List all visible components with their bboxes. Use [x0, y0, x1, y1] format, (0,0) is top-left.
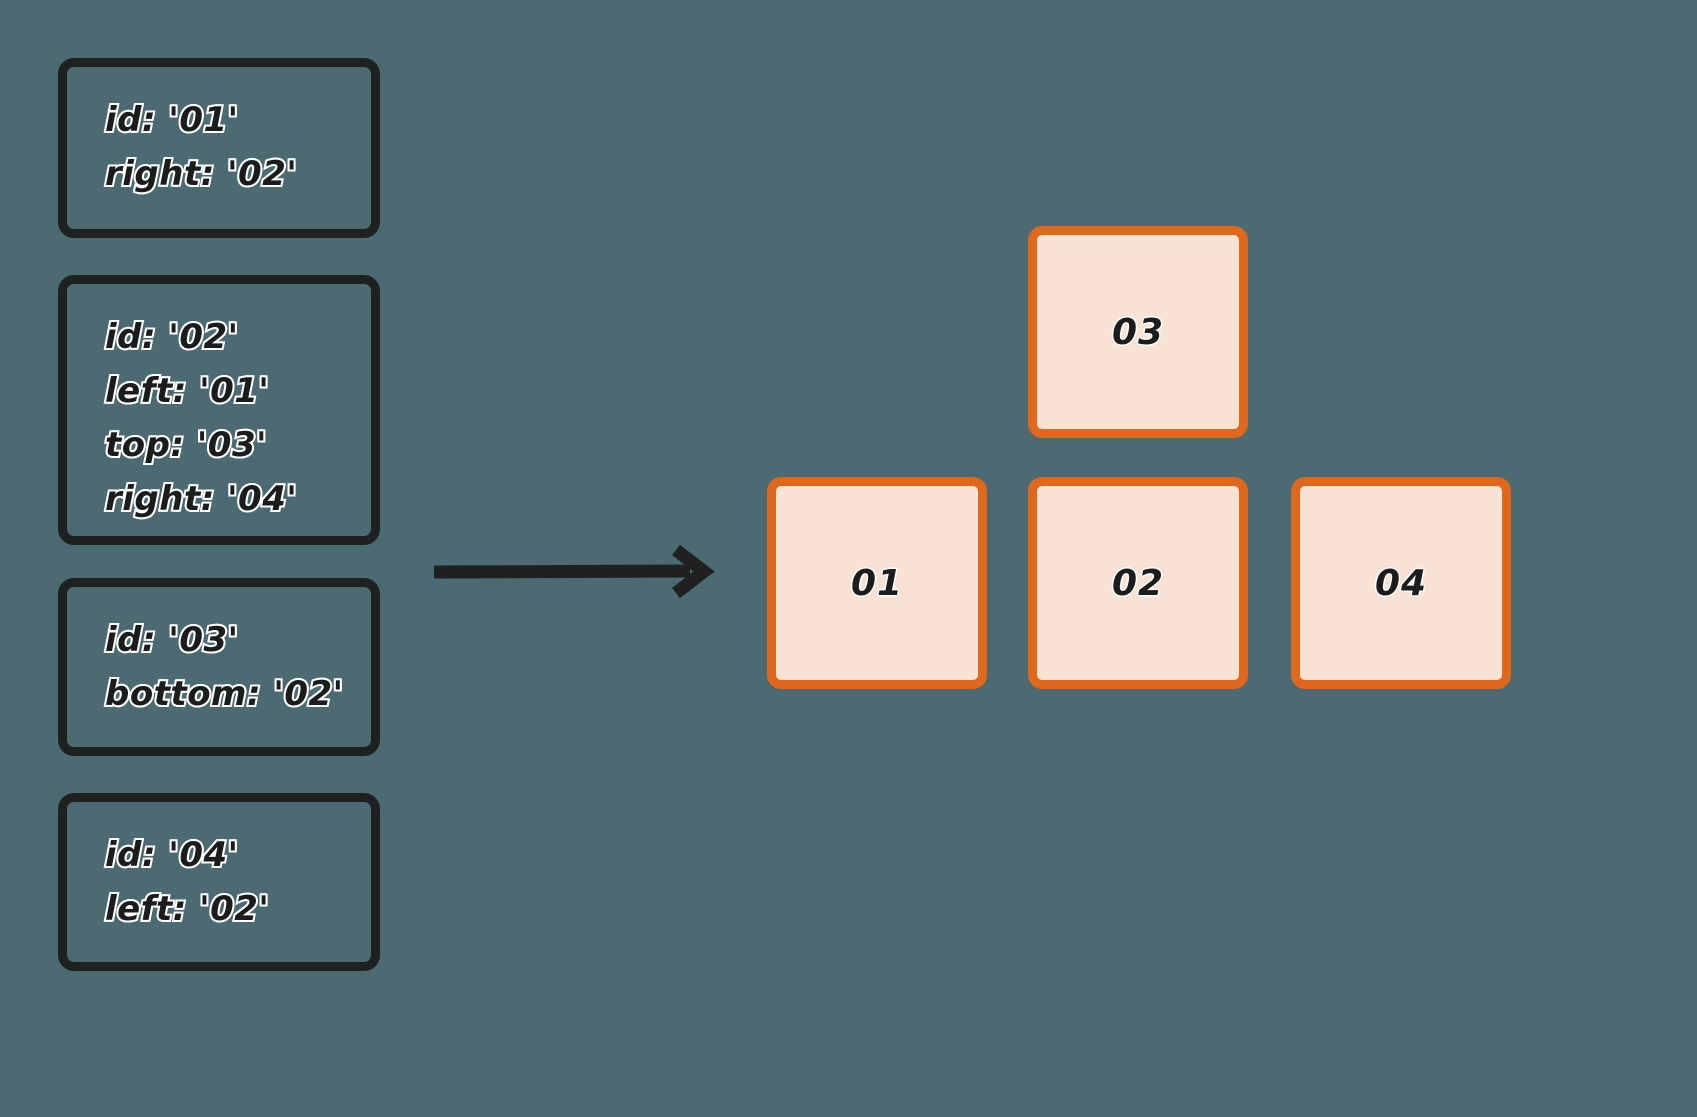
spec-line: id: '01' [103, 98, 240, 142]
tile-04[interactable]: 04 [1291, 477, 1511, 689]
spec-card-03: id: '03' bottom: '02' [58, 578, 380, 756]
spec-line: id: '03' [103, 618, 240, 662]
spec-line: left: '01' [103, 369, 271, 413]
spec-line: top: '03' [103, 423, 269, 467]
spec-card-04: id: '04' left: '02' [58, 793, 380, 971]
spec-line: id: '04' [103, 833, 240, 877]
tile-01[interactable]: 01 [767, 477, 987, 689]
spec-line: right: '04' [103, 477, 299, 521]
spec-card-02: id: '02' left: '01' top: '03' right: '04… [58, 275, 380, 545]
tile-label: 04 [1374, 562, 1428, 604]
tile-03[interactable]: 03 [1028, 226, 1248, 438]
spec-line: bottom: '02' [103, 672, 345, 716]
tile-label: 02 [1111, 562, 1165, 604]
spec-line: id: '02' [103, 315, 240, 359]
transform-arrow-icon [433, 544, 715, 599]
tile-02[interactable]: 02 [1028, 477, 1248, 689]
spec-line: left: '02' [103, 887, 271, 931]
spec-line: right: '02' [103, 152, 299, 196]
spec-card-01: id: '01' right: '02' [58, 58, 380, 238]
tile-label: 03 [1111, 311, 1165, 353]
tile-label: 01 [850, 562, 904, 604]
